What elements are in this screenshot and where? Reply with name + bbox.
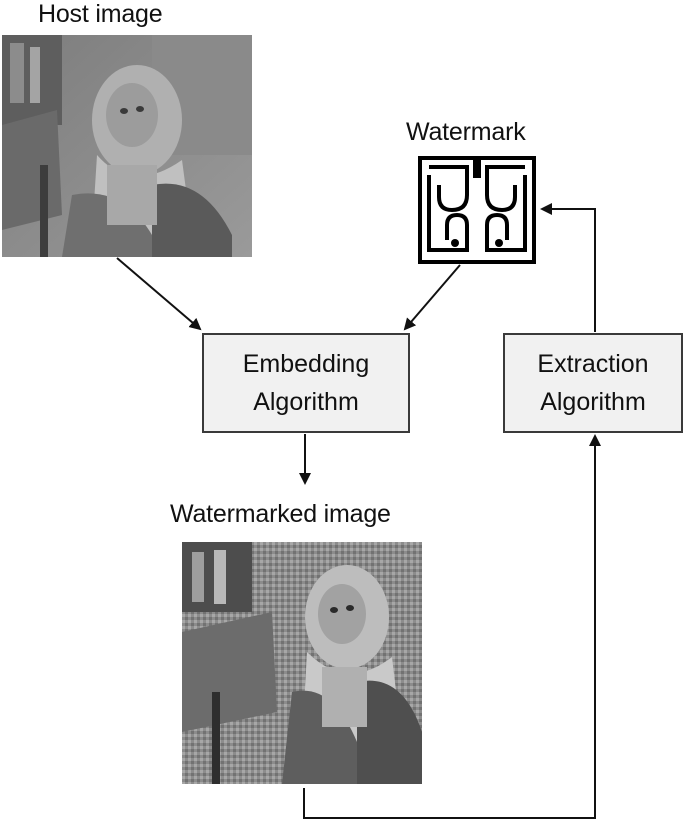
extraction-line2: Algorithm [540, 388, 646, 416]
watermarked-image [182, 542, 422, 784]
extraction-algorithm-box: Extraction Algorithm [503, 333, 683, 433]
arrow-host-to-embedding [116, 257, 202, 331]
embedding-line2: Algorithm [253, 388, 359, 416]
arrow-extraction-to-watermark [540, 203, 596, 332]
host-image-label: Host image [38, 0, 163, 28]
watermark-logo [418, 156, 536, 264]
host-image [2, 35, 252, 257]
embedding-line1: Embedding [242, 350, 370, 378]
watermark-label: Watermark [406, 118, 526, 146]
arrow-watermarked-to-extraction [303, 434, 601, 819]
extraction-line1: Extraction [537, 350, 649, 378]
embedding-algorithm-box: Embedding Algorithm [202, 333, 410, 433]
arrow-watermark-to-embedding [403, 264, 461, 331]
watermarked-image-label: Watermarked image [170, 500, 391, 528]
